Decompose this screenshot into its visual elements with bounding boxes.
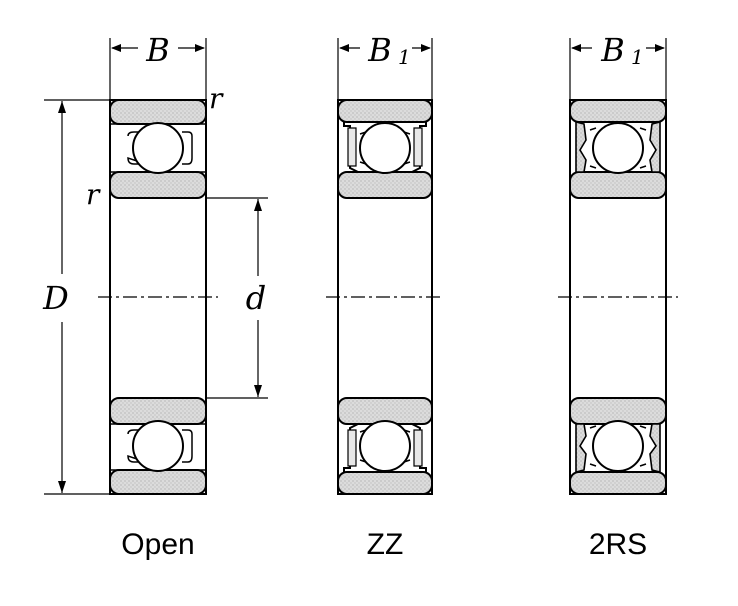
width-dimension-b: B: [109, 31, 207, 100]
ball: [359, 420, 411, 472]
bearing-zz: B 1 ZZ: [326, 31, 444, 561]
rubber-seal: [649, 423, 661, 474]
cage: [127, 429, 193, 463]
metal-shield: [343, 122, 427, 173]
ball: [132, 122, 184, 174]
inner-ring: [569, 171, 667, 199]
bearing-2rs-bottom-section: [569, 397, 667, 495]
width-label: B: [600, 31, 625, 69]
caption-zz: ZZ: [367, 528, 404, 561]
corner-radius-label-side: r: [86, 178, 101, 211]
width-dimension-b1-2rs: B 1: [569, 31, 667, 100]
bore-diameter-dimension: d: [206, 197, 268, 399]
bearing-2rs: B 1 2RS: [558, 31, 678, 561]
inner-ring: [109, 171, 207, 199]
caption-open: Open: [121, 528, 194, 561]
outer-ring: [109, 99, 207, 125]
outer-ring: [337, 99, 433, 123]
outer-ring: [337, 471, 433, 495]
ball: [132, 420, 184, 472]
bearing-open-top-section: [109, 99, 207, 199]
rubber-seal: [649, 120, 661, 173]
outer-ring: [109, 469, 207, 495]
outer-ring: [569, 471, 667, 495]
bearing-2rs-top-section: [569, 99, 667, 199]
ball: [592, 420, 644, 472]
corner-radius-label-top: r: [209, 82, 224, 115]
ball: [359, 122, 411, 174]
caption-2rs: 2RS: [589, 528, 647, 561]
outer-ring: [569, 99, 667, 123]
bearing-open-bottom-section: [109, 397, 207, 495]
bearing-zz-top-section: [337, 99, 433, 199]
bearing-open: B r r D d Open: [42, 31, 268, 561]
width-subscript: 1: [398, 45, 411, 69]
cage: [127, 131, 193, 165]
width-label: B: [145, 31, 170, 69]
outer-diameter-label: D: [42, 279, 69, 317]
inner-ring: [337, 171, 433, 199]
width-dimension-b1-zz: B 1: [337, 31, 433, 100]
bore-diameter-label: d: [246, 279, 266, 317]
outer-diameter-dimension: D: [42, 99, 110, 495]
ball: [592, 122, 644, 174]
width-subscript: 1: [631, 45, 644, 69]
bearing-zz-bottom-section: [337, 397, 433, 495]
rubber-seal: [575, 120, 587, 173]
rubber-seal: [575, 423, 587, 474]
metal-shield: [343, 423, 427, 472]
width-label: B: [367, 31, 392, 69]
